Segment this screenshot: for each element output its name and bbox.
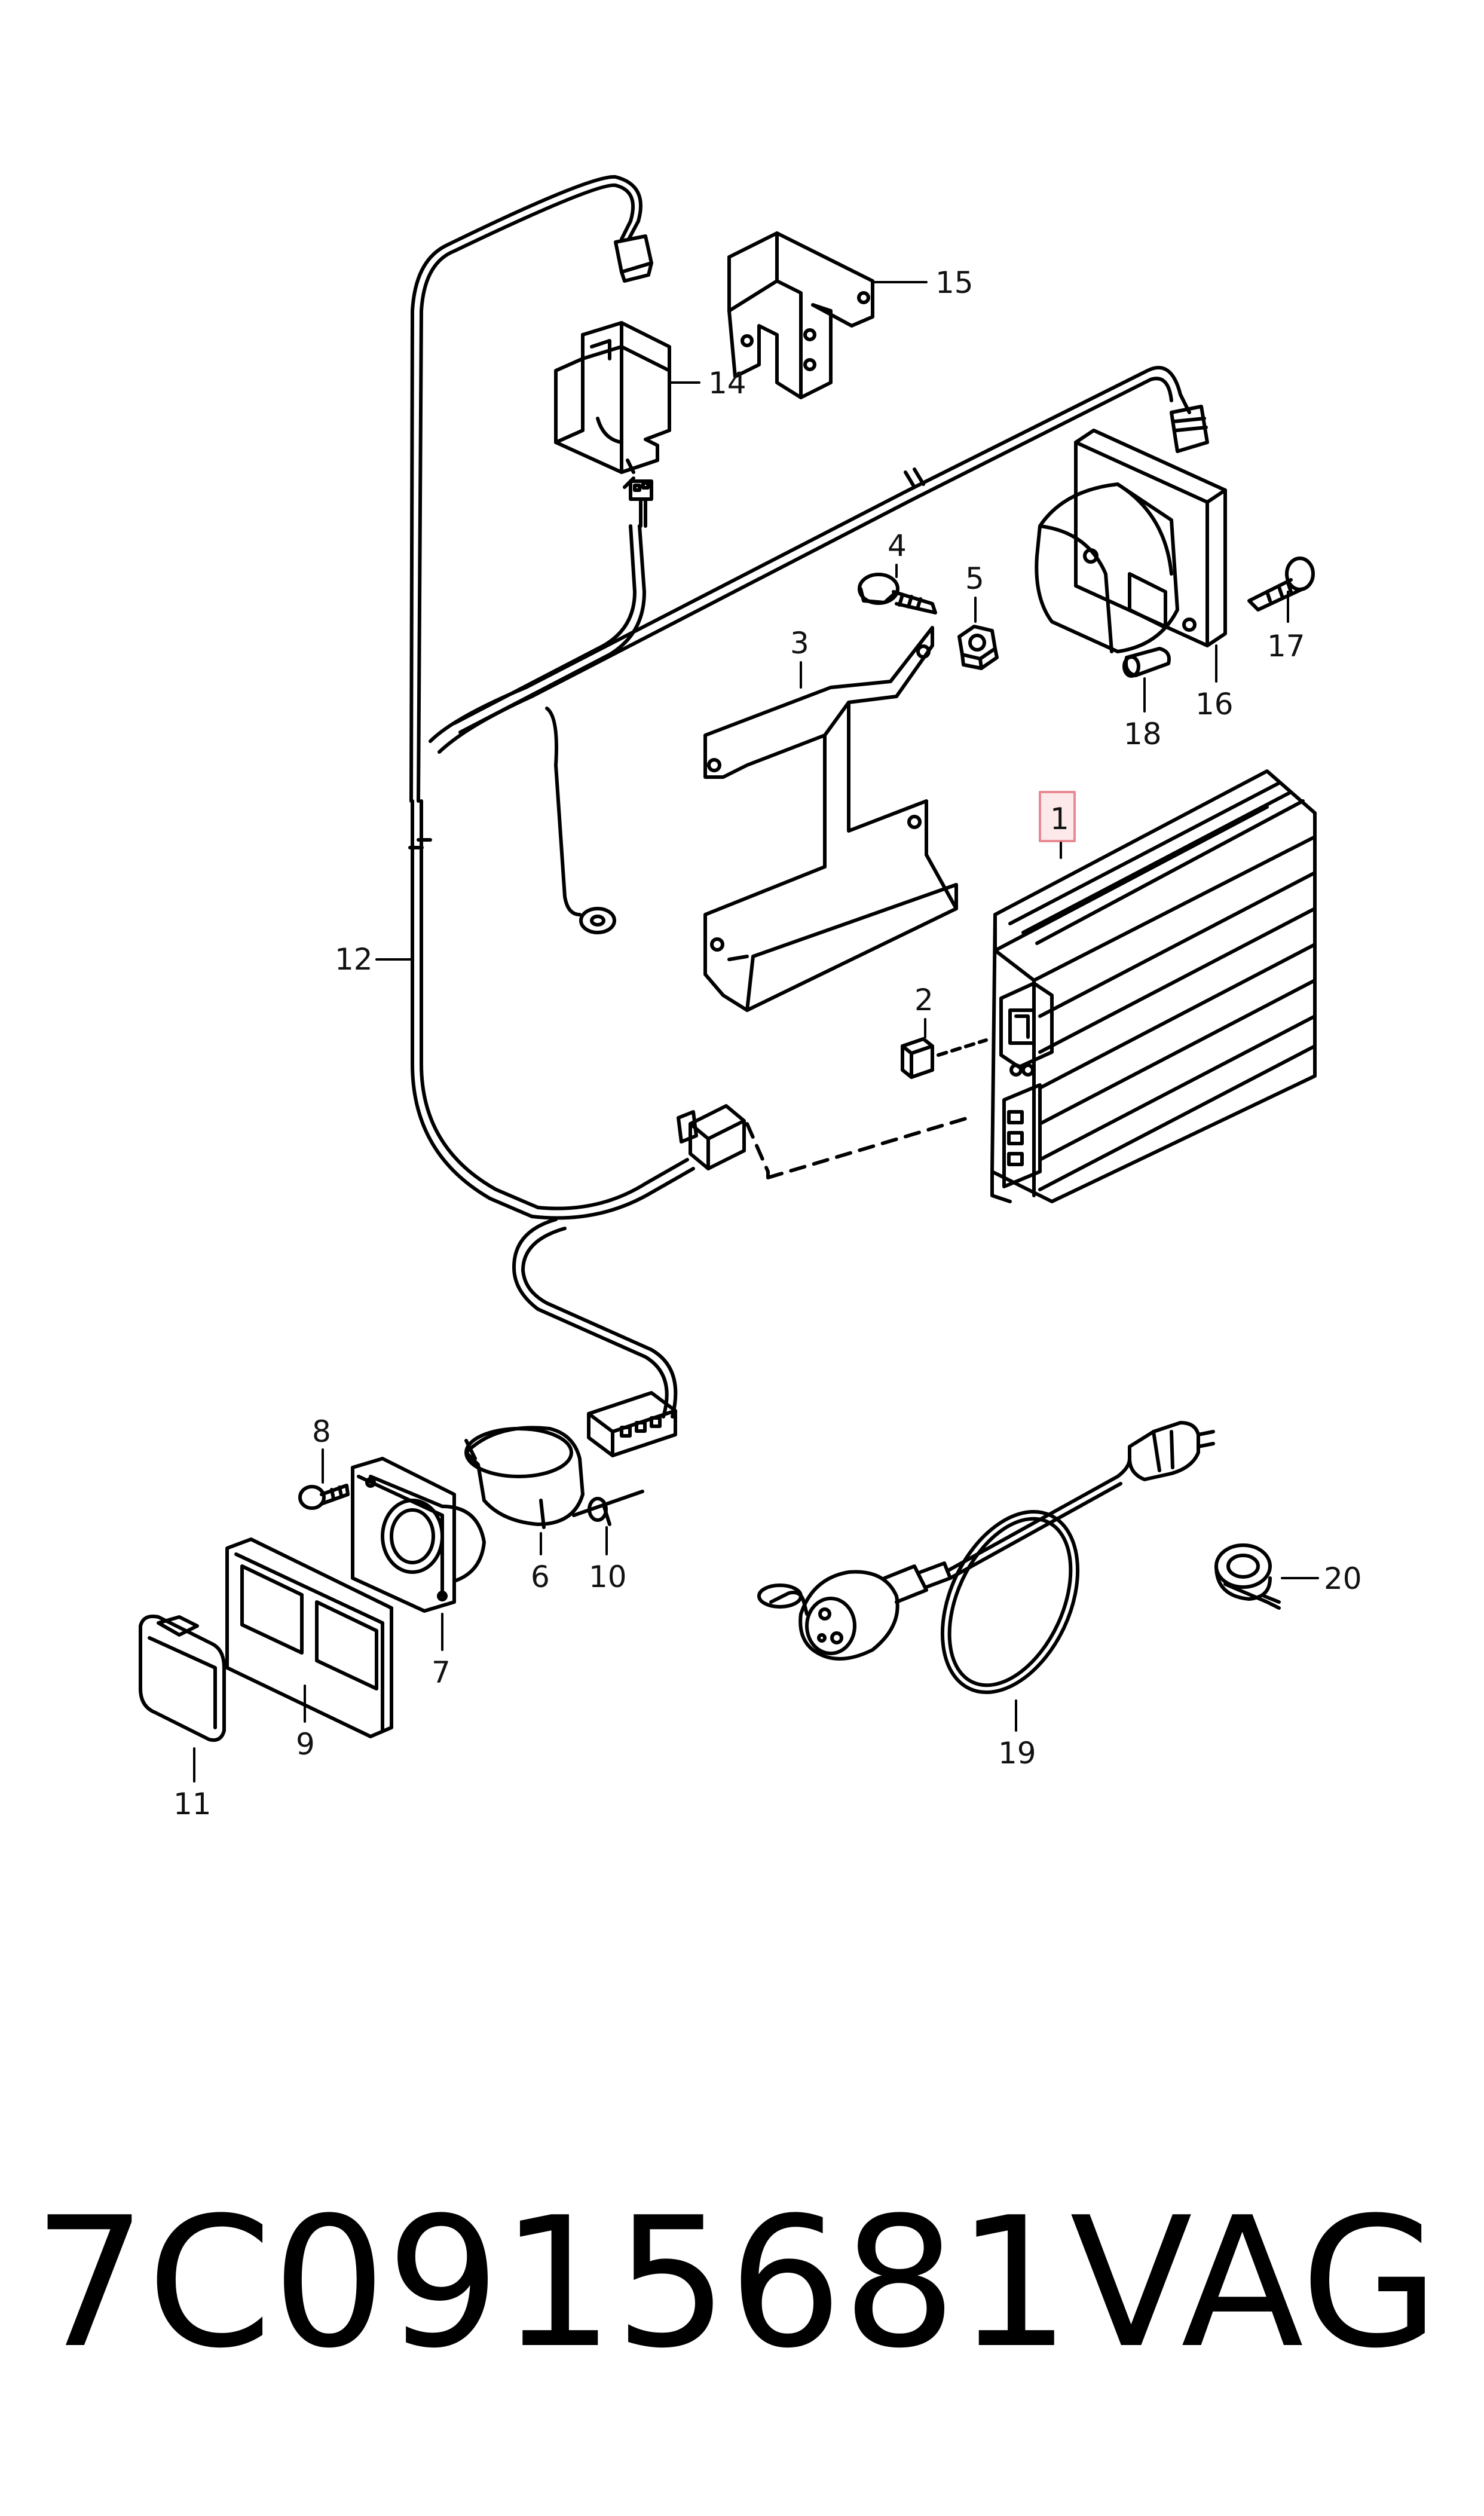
callout-2: 2 <box>914 983 934 1017</box>
mounting-bracket-3 <box>703 626 958 1012</box>
callout-5: 5 <box>965 561 984 596</box>
callout-1: 1 <box>1050 802 1069 836</box>
pin-10 <box>572 1490 644 1526</box>
harness-plug-top <box>614 234 653 283</box>
socket-7 <box>351 1457 486 1613</box>
housing-16 <box>1035 393 1227 653</box>
bracket-15 <box>727 231 874 399</box>
wiring-harness <box>408 175 1182 1419</box>
inline-connector <box>677 1104 970 1179</box>
callout-8: 8 <box>312 1414 331 1449</box>
brand-name: VAG <box>1070 2179 1440 2387</box>
callout-12: 12 <box>335 942 373 977</box>
callout-3: 3 <box>790 626 809 661</box>
callout-14: 14 <box>708 366 746 401</box>
extension-cable-19 <box>757 1421 1215 1695</box>
three-pin-connector <box>587 1391 677 1457</box>
callout-4: 4 <box>888 528 907 563</box>
callout-19: 19 <box>998 1736 1036 1771</box>
trim-ring-6 <box>464 1426 585 1529</box>
cover-11 <box>139 1615 226 1742</box>
callout-6: 6 <box>531 1560 550 1594</box>
clip-2 <box>901 1037 988 1079</box>
screw-17 <box>1247 557 1315 612</box>
bolt-4 <box>858 573 937 615</box>
double-frame-9 <box>225 1537 393 1738</box>
nut-5 <box>957 625 999 670</box>
leader-lines <box>193 281 1319 1783</box>
callout-17: 17 <box>1267 629 1305 664</box>
callout-11: 11 <box>173 1787 212 1821</box>
callout-20: 20 <box>1324 1561 1362 1596</box>
part-number: 7C0915681 <box>33 2179 1071 2387</box>
callout-9: 9 <box>296 1727 315 1762</box>
callout-10: 10 <box>589 1560 627 1594</box>
tape-roll-20 <box>1214 1543 1281 1610</box>
callout-18: 18 <box>1124 717 1162 751</box>
control-unit-1 <box>990 769 1317 1203</box>
callout-15: 15 <box>935 265 974 300</box>
circuit-breaker <box>554 321 671 528</box>
callout-16: 16 <box>1195 687 1234 722</box>
cap-18 <box>1122 647 1171 678</box>
screw-8 <box>298 1484 350 1510</box>
callout-7: 7 <box>432 1655 451 1690</box>
